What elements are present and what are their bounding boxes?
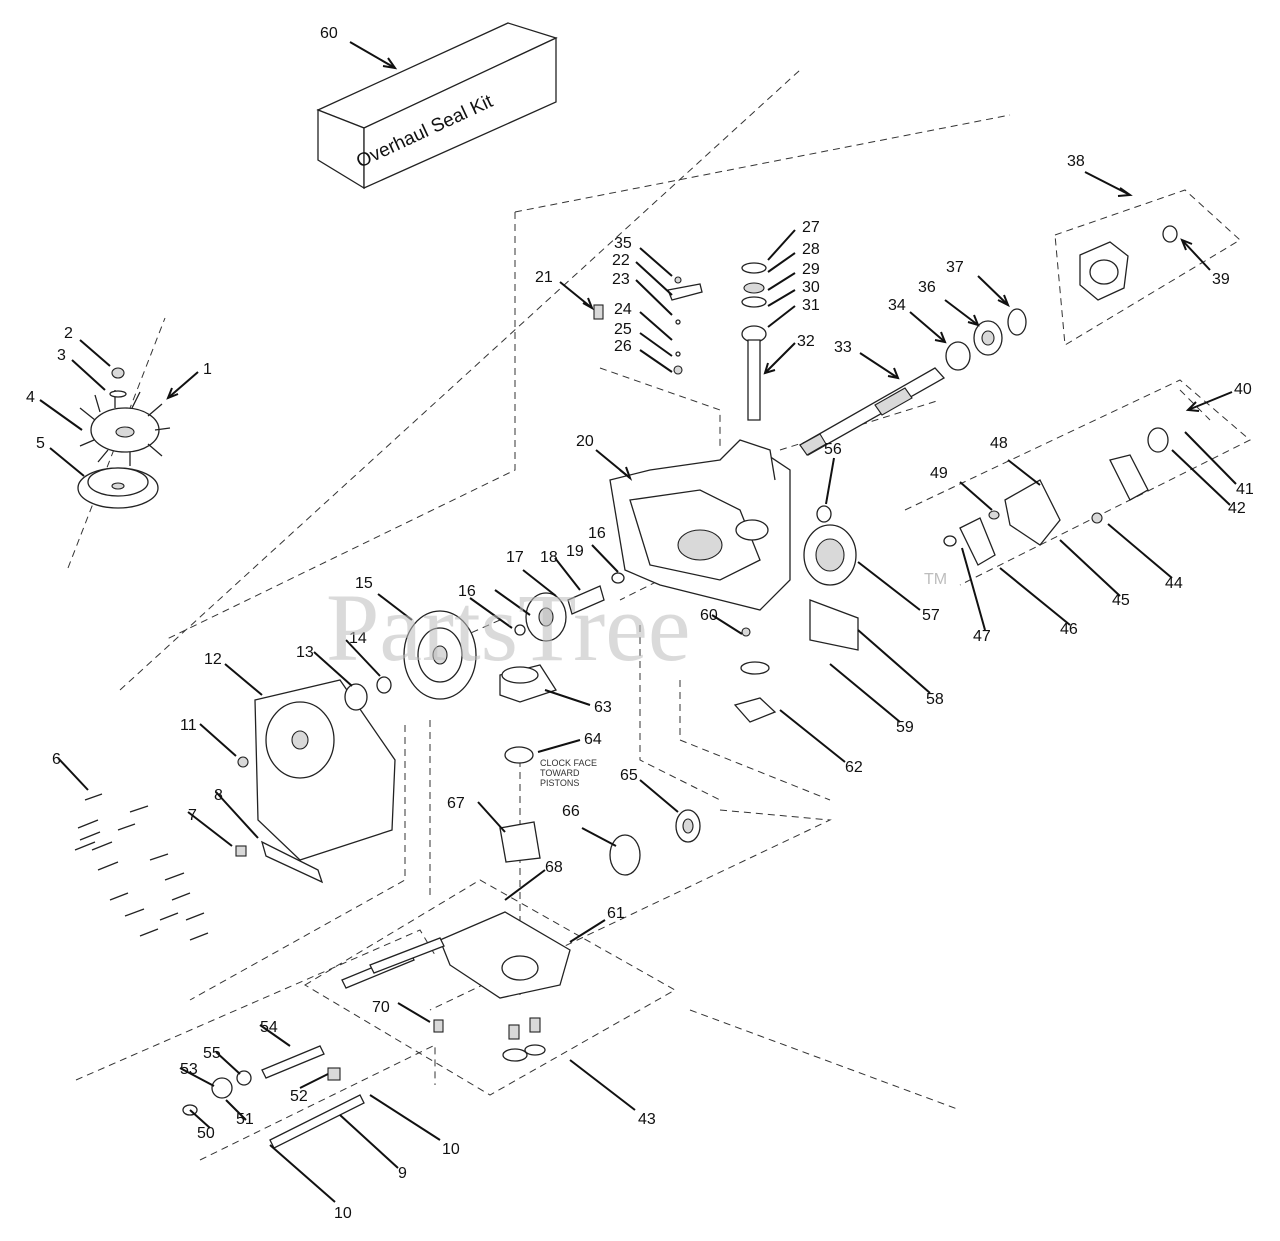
callout-11: 11 [180, 717, 197, 734]
callout-21: 21 [535, 269, 553, 286]
note-line-1: CLOCK FACE [540, 758, 597, 768]
callout-40: 40 [1234, 381, 1252, 398]
callout-14: 14 [349, 630, 367, 647]
control-shaft-stack [741, 262, 767, 421]
callout-52: 52 [290, 1088, 308, 1105]
callout-55: 55 [203, 1045, 221, 1062]
callout-16a: 16 [588, 525, 606, 542]
callout-65: 65 [620, 767, 638, 784]
callout-23: 23 [612, 271, 630, 288]
callout-9: 9 [398, 1165, 407, 1182]
wheel-hub [1079, 225, 1178, 301]
callout-29: 29 [802, 261, 820, 278]
callout-33: 33 [834, 339, 852, 356]
callout-61: 61 [607, 905, 625, 922]
callout-2: 2 [64, 325, 73, 342]
callout-68: 68 [545, 859, 563, 876]
callout-62: 62 [845, 759, 863, 776]
callout-63: 63 [594, 699, 612, 716]
callout-32: 32 [797, 333, 815, 350]
watermark: PartsTree TM [326, 571, 947, 681]
callout-36: 36 [918, 279, 936, 296]
callout-46: 46 [1060, 621, 1078, 638]
callout-45: 45 [1112, 592, 1130, 609]
callout-60b: 60 [700, 607, 718, 624]
callout-22: 22 [612, 252, 630, 269]
callout-59: 59 [896, 719, 914, 736]
callout-38: 38 [1067, 153, 1085, 170]
side-cover [237, 676, 396, 861]
axle-shaft [799, 308, 1027, 456]
callout-31: 31 [802, 297, 820, 314]
pump-center-section [341, 911, 571, 1062]
callout-6: 6 [52, 751, 61, 768]
callout-39: 39 [1212, 271, 1230, 288]
callout-58: 58 [926, 691, 944, 708]
callout-49: 49 [930, 465, 948, 482]
callout-19: 19 [566, 543, 584, 560]
install-note: CLOCK FACE TOWARD PISTONS [540, 758, 597, 788]
callout-5: 5 [36, 435, 45, 452]
callout-42: 42 [1228, 500, 1246, 517]
callout-4: 4 [26, 389, 35, 406]
gear-train [403, 572, 625, 700]
brake-assembly [943, 427, 1169, 566]
callout-56: 56 [824, 441, 842, 458]
overhaul-seal-kit-box: Overhaul Seal Kit [316, 22, 558, 190]
callout-20: 20 [576, 433, 594, 450]
callout-35: 35 [614, 235, 632, 252]
callout-43: 43 [638, 1111, 656, 1128]
callout-64: 64 [584, 731, 602, 748]
center-section-parts [499, 664, 701, 876]
watermark-text: PartsTree [326, 574, 690, 681]
callout-18: 18 [540, 549, 558, 566]
callout-15: 15 [355, 575, 373, 592]
bolt-set [74, 793, 209, 941]
callout-54: 54 [260, 1019, 278, 1036]
callout-37: 37 [946, 259, 964, 276]
callout-60: 60 [320, 25, 338, 42]
input-shaft-assembly [182, 1045, 365, 1149]
callout-34: 34 [888, 297, 906, 314]
callout-13: 13 [296, 644, 314, 661]
callout-48: 48 [990, 435, 1008, 452]
callout-70: 70 [372, 999, 390, 1016]
brake-arm [235, 840, 324, 884]
callout-53: 53 [180, 1061, 198, 1078]
callout-arrows [39, 41, 1237, 1203]
main-housing [609, 439, 791, 611]
callout-25: 25 [614, 321, 632, 338]
callout-51: 51 [236, 1111, 254, 1128]
side-components [733, 505, 859, 723]
callout-numbers: 60 38 39 37 36 34 33 32 31 30 29 28 27 3… [26, 25, 1254, 1222]
callout-27: 27 [802, 219, 820, 236]
callout-17: 17 [506, 549, 524, 566]
callout-67: 67 [447, 795, 465, 812]
callout-1: 1 [203, 361, 212, 378]
callout-41: 41 [1236, 481, 1254, 498]
callout-66: 66 [562, 803, 580, 820]
note-line-2: TOWARD [540, 768, 580, 778]
callout-7: 7 [188, 807, 197, 824]
callout-44: 44 [1165, 575, 1183, 592]
watermark-tm: TM [924, 571, 947, 588]
callout-8: 8 [214, 787, 223, 804]
callout-12: 12 [204, 651, 222, 668]
assembly-guide-lines [67, 69, 1251, 1161]
callout-10b: 10 [334, 1205, 352, 1222]
callout-10a: 10 [442, 1141, 460, 1158]
callout-26: 26 [614, 338, 632, 355]
callout-47: 47 [973, 628, 991, 645]
callout-24: 24 [614, 301, 632, 318]
fan-pulley-assembly [77, 367, 171, 509]
callout-30: 30 [802, 279, 820, 296]
callout-57: 57 [922, 607, 940, 624]
small-hardware-top [593, 276, 703, 375]
callout-50: 50 [197, 1125, 215, 1142]
callout-3: 3 [57, 347, 66, 364]
callout-28: 28 [802, 241, 820, 258]
callout-16b: 16 [458, 583, 476, 600]
note-line-3: PISTONS [540, 778, 579, 788]
